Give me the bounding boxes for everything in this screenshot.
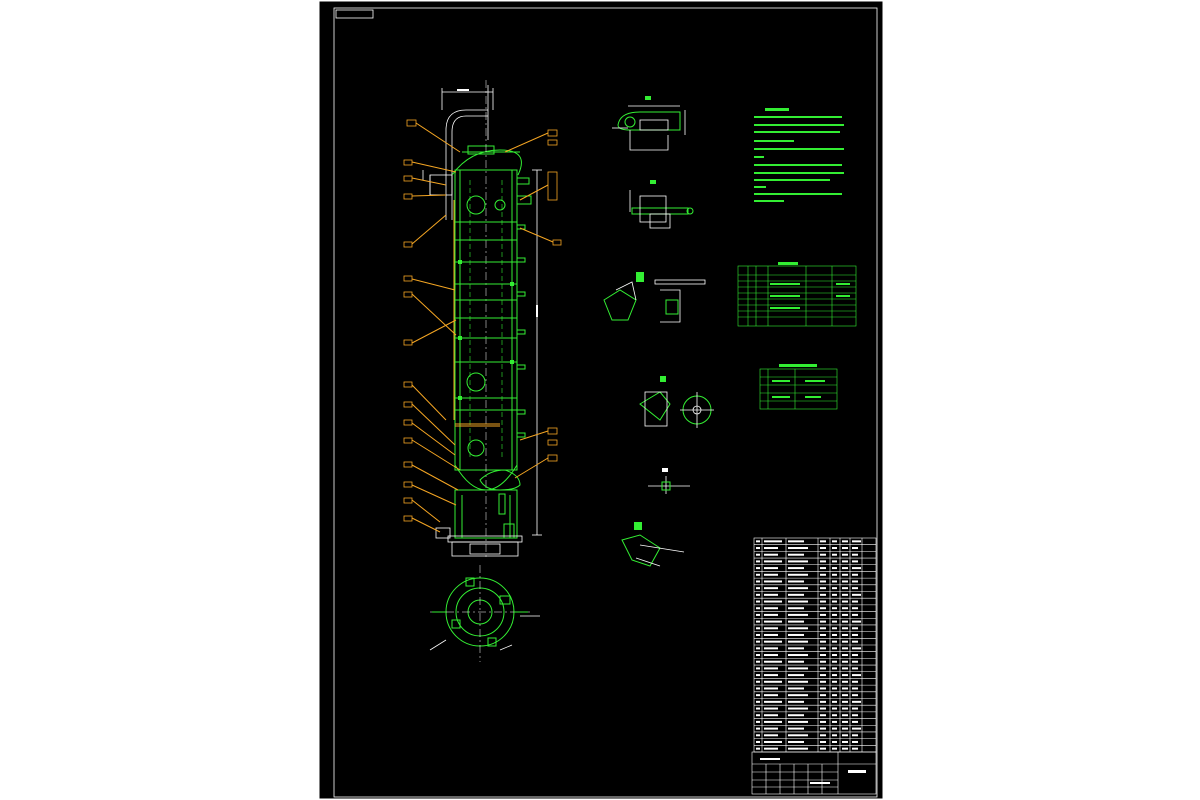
technical-characteristics-table <box>759 364 838 410</box>
detail-view-5 <box>648 468 690 494</box>
drawing-sheet <box>318 0 884 800</box>
support-skirt <box>454 489 518 539</box>
vessel-elevation-view <box>403 80 562 560</box>
technical-requirements-notes <box>754 108 844 202</box>
detail-view-6 <box>621 522 685 567</box>
detail-view-3 <box>603 272 706 323</box>
detail-view-4 <box>639 376 714 428</box>
vessel-plan-view <box>429 565 540 662</box>
manhole-middle <box>466 372 486 392</box>
parts-list-table <box>753 537 877 753</box>
nozzle-table <box>737 262 857 327</box>
manhole-upper <box>466 195 486 215</box>
leader-labels-left <box>403 119 461 533</box>
detail-view-1 <box>612 96 686 151</box>
drawing-code-box <box>335 9 374 19</box>
leader-labels-right <box>504 129 562 479</box>
title-block <box>751 751 877 795</box>
manhole-lower <box>467 439 485 457</box>
drawing-frame <box>333 7 878 798</box>
column-trays <box>455 221 517 411</box>
detail-view-2 <box>629 180 694 229</box>
